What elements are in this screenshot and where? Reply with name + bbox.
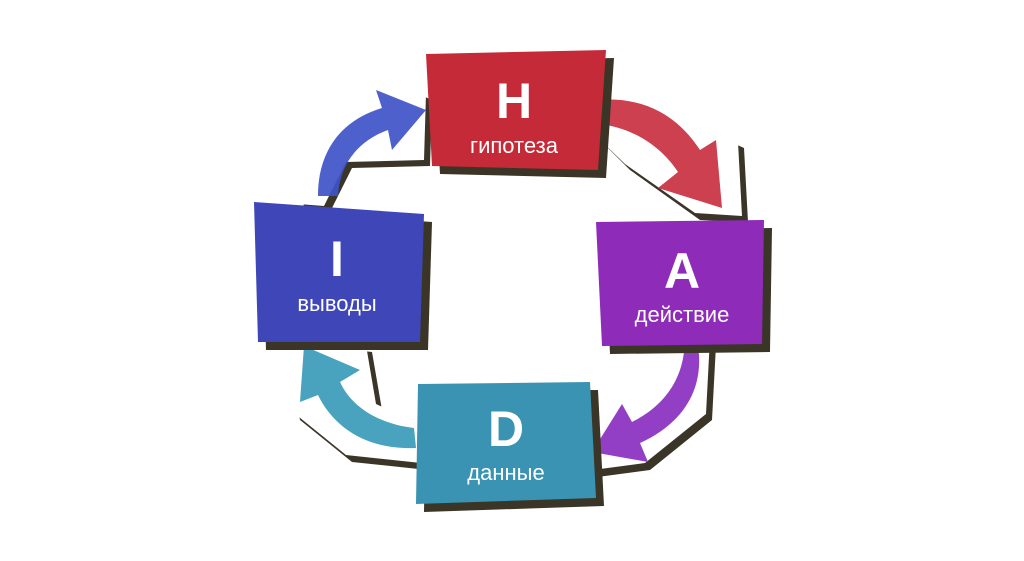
card-insight-letter: I (330, 231, 344, 287)
card-action: A действие (596, 220, 772, 354)
card-data-label: данные (467, 460, 544, 485)
card-action-letter: A (664, 243, 700, 299)
arrow-action-to-data-shape (592, 346, 700, 462)
arrow-insight-to-hypothesis (294, 80, 432, 212)
card-hypothesis-label: гипотеза (470, 133, 559, 158)
card-insight-label: выводы (297, 291, 376, 316)
arrow-data-to-insight-shape (300, 346, 416, 449)
arrow-data-to-insight (284, 338, 428, 470)
arrow-insight-to-hypothesis-shape (318, 90, 426, 196)
card-data-letter: D (488, 401, 524, 457)
card-insight: I выводы (254, 202, 432, 350)
card-data: D данные (416, 382, 604, 512)
arrow-hypothesis-to-action (583, 86, 748, 222)
arrow-action-to-data (585, 336, 716, 478)
arrow-hypothesis-to-action-shape (594, 99, 722, 208)
card-action-label: действие (635, 302, 730, 327)
card-hypothesis: H гипотеза (426, 50, 614, 178)
card-hypothesis-letter: H (496, 73, 532, 129)
